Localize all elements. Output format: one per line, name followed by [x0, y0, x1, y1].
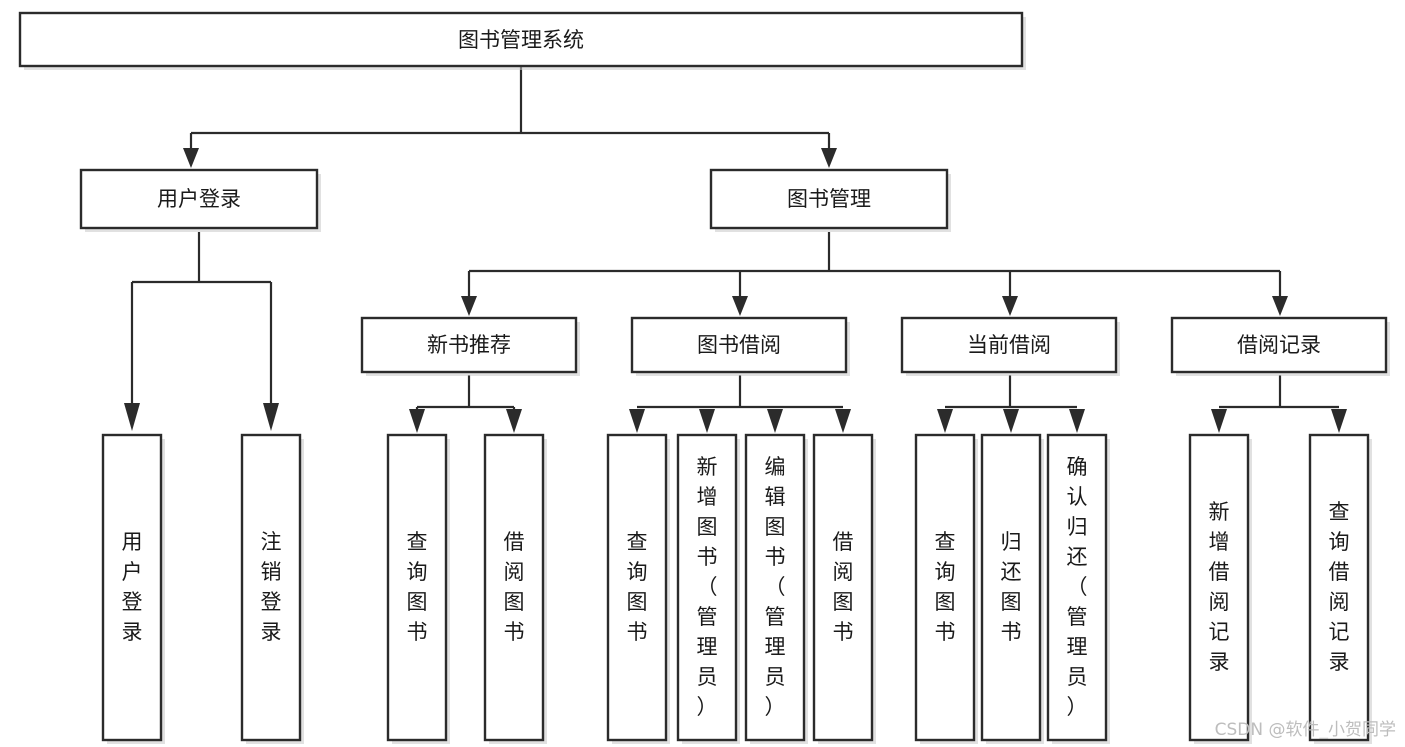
node-root-label: 图书管理系统 [458, 28, 584, 52]
arrow-leaf-query-book-1 [409, 409, 425, 433]
node-leaf-return-book-box [980, 433, 1042, 742]
node-leaf-user-logout-label: 注销登录 [261, 530, 282, 644]
node-leaf-user-login[interactable]: 用户登录 [101, 433, 165, 744]
node-borrow-record-label: 借阅记录 [1237, 333, 1321, 357]
node-leaf-query-book-2-box [606, 433, 668, 742]
leaf-node-group: 用户登录 注销登录 查询图书 借阅图书 查询图书 新增图书（管理员） 编辑图书（管理员） 借阅… [101, 433, 1372, 744]
node-leaf-query-book-3-box [914, 433, 976, 742]
node-leaf-query-record[interactable]: 查询借阅记录 [1308, 433, 1372, 744]
node-user-login-box [79, 168, 319, 230]
node-leaf-borrow-book-2-label: 借阅图书 [833, 530, 854, 644]
node-new-book-recommend-box [360, 316, 578, 374]
arrow-new-book-recommend [461, 296, 477, 316]
node-leaf-user-logout-box [240, 433, 302, 742]
node-leaf-borrow-book-1-label: 借阅图书 [504, 530, 525, 644]
node-leaf-borrow-book-1-box [483, 433, 545, 742]
arrow-leaf-return-book [1003, 409, 1019, 433]
arrow-leaf-edit-book [767, 409, 783, 433]
node-book-borrow[interactable]: 图书借阅 [630, 316, 850, 376]
node-root-box [18, 11, 1024, 68]
arrow-leaf-user-login [124, 403, 140, 431]
node-leaf-edit-book-box [744, 433, 806, 742]
node-book-management-label: 图书管理 [787, 187, 871, 211]
node-leaf-add-book-box [676, 433, 738, 742]
node-leaf-add-book-label: 新增图书（管理员） [697, 455, 718, 719]
node-new-book-recommend[interactable]: 新书推荐 [360, 316, 580, 376]
node-leaf-add-book[interactable]: 新增图书（管理员） [676, 433, 740, 744]
node-leaf-query-book-2-label: 查询图书 [627, 530, 648, 644]
node-current-borrow-box [900, 316, 1118, 374]
arrow-borrow-record [1272, 296, 1288, 316]
node-leaf-query-record-label: 查询借阅记录 [1329, 500, 1350, 674]
arrow-book-management [821, 148, 837, 168]
node-root[interactable]: 图书管理系统 [18, 11, 1026, 70]
arrow-book-borrow [732, 296, 748, 316]
node-user-login-label: 用户登录 [157, 187, 241, 211]
arrow-leaf-borrow-book-1 [506, 409, 522, 433]
node-leaf-query-record-box [1308, 433, 1370, 742]
arrow-leaf-query-record [1331, 409, 1347, 433]
node-current-borrow[interactable]: 当前借阅 [900, 316, 1120, 376]
arrow-current-borrow [1002, 296, 1018, 316]
node-leaf-add-record[interactable]: 新增借阅记录 [1188, 433, 1252, 744]
node-leaf-borrow-book-2[interactable]: 借阅图书 [812, 433, 876, 744]
csdn-watermark: CSDN @软件_小贺同学 [1215, 720, 1396, 740]
arrow-leaf-borrow-book-2 [835, 409, 851, 433]
arrow-leaf-query-book-2 [629, 409, 645, 433]
arrow-leaf-query-book-3 [937, 409, 953, 433]
node-leaf-query-book-3[interactable]: 查询图书 [914, 433, 978, 744]
arrow-leaf-confirm-return [1069, 409, 1085, 433]
node-borrow-record[interactable]: 借阅记录 [1170, 316, 1390, 376]
node-leaf-query-book-1[interactable]: 查询图书 [386, 433, 450, 744]
node-user-login[interactable]: 用户登录 [79, 168, 321, 232]
node-leaf-query-book-1-label: 查询图书 [407, 530, 428, 644]
node-leaf-return-book[interactable]: 归还图书 [980, 433, 1044, 744]
node-leaf-query-book-1-box [386, 433, 448, 742]
node-leaf-user-login-box [101, 433, 163, 742]
node-leaf-user-logout[interactable]: 注销登录 [240, 433, 304, 744]
node-leaf-add-record-label: 新增借阅记录 [1209, 500, 1230, 674]
node-book-management-box [709, 168, 949, 230]
node-book-borrow-label: 图书借阅 [697, 333, 781, 357]
node-leaf-confirm-return-label: 确认归还（管理员） [1067, 455, 1088, 719]
node-leaf-confirm-return-box [1046, 433, 1108, 742]
node-leaf-query-book-2[interactable]: 查询图书 [606, 433, 670, 744]
node-book-borrow-box [630, 316, 848, 374]
node-new-book-recommend-label: 新书推荐 [427, 333, 511, 357]
node-current-borrow-label: 当前借阅 [967, 333, 1051, 357]
node-leaf-confirm-return[interactable]: 确认归还（管理员） [1046, 433, 1110, 744]
arrow-user-login [183, 148, 199, 168]
node-leaf-borrow-book-1[interactable]: 借阅图书 [483, 433, 547, 744]
node-leaf-query-book-3-label: 查询图书 [935, 530, 956, 644]
arrow-leaf-user-logout [263, 403, 279, 431]
node-leaf-return-book-label: 归还图书 [1001, 530, 1022, 644]
node-leaf-edit-book-label: 编辑图书（管理员） [765, 455, 786, 719]
node-leaf-user-login-label: 用户登录 [122, 530, 143, 644]
connector-group [124, 66, 1347, 433]
arrow-leaf-add-book [699, 409, 715, 433]
node-borrow-record-box [1170, 316, 1388, 374]
node-leaf-edit-book[interactable]: 编辑图书（管理员） [744, 433, 808, 744]
arrow-leaf-add-record [1211, 409, 1227, 433]
node-leaf-add-record-box [1188, 433, 1250, 742]
node-leaf-borrow-book-2-box [812, 433, 874, 742]
node-book-management[interactable]: 图书管理 [709, 168, 951, 232]
